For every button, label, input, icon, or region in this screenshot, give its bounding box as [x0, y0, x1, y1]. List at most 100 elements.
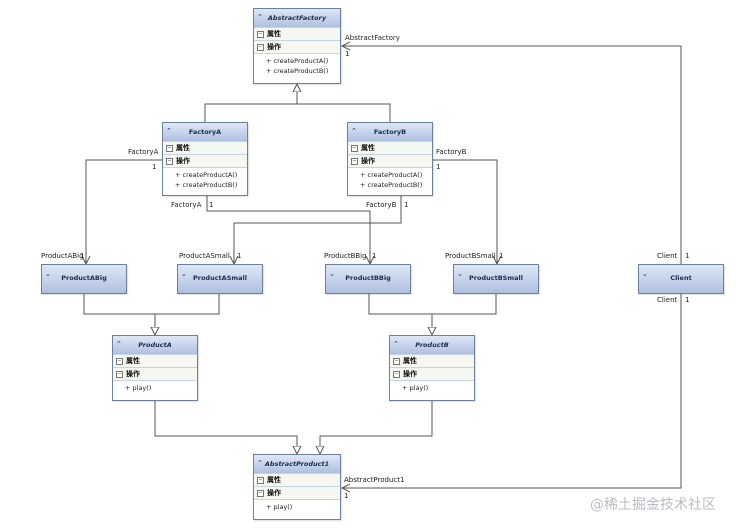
attributes-label: 属性 [176, 144, 190, 152]
operations-section[interactable]: −操作 [163, 154, 247, 168]
collapse-toggle-icon[interactable]: − [393, 370, 400, 378]
mult-client-bottom: 1 [685, 296, 689, 304]
class-product-b-small[interactable]: ⌄ ProductBSmall [453, 264, 539, 294]
association-factory-a-abig [86, 159, 162, 264]
association-factory-b-bbig [234, 196, 402, 264]
generalization-product-b-big [368, 294, 432, 335]
collapse-chevron-icon[interactable]: ⌃ [393, 340, 399, 348]
operations-label: 操作 [403, 370, 417, 378]
collapse-toggle-icon[interactable]: − [351, 144, 358, 152]
operations-label: 操作 [361, 157, 375, 165]
watermark: @稀土掘金技术社区 [590, 497, 716, 513]
method: + createProductA() [175, 171, 238, 179]
attributes-label: 属性 [361, 144, 375, 152]
collapse-toggle-icon[interactable]: − [116, 370, 123, 378]
mult-abstract-factory: 1 [345, 50, 349, 58]
collapse-chevron-icon[interactable]: ⌃ [257, 13, 263, 21]
method: + play() [266, 503, 293, 511]
collapse-toggle-icon[interactable]: − [257, 30, 264, 38]
generalization-factory-a [204, 84, 297, 122]
attributes-section[interactable]: −属性 [254, 473, 340, 486]
generalization-product-a-small [155, 294, 220, 315]
association-client-factory [342, 46, 682, 264]
mult-abstract-product1: 1 [344, 492, 348, 500]
attributes-section[interactable]: −属性 [390, 354, 474, 367]
class-title: ProductB [415, 341, 449, 349]
collapse-toggle-icon[interactable]: − [116, 357, 123, 365]
attributes-section[interactable]: −属性 [113, 354, 197, 367]
collapse-toggle-icon[interactable]: − [351, 157, 358, 165]
collapse-toggle-icon[interactable]: − [257, 476, 264, 484]
method: + createProductB() [175, 181, 238, 189]
mult-factory-a-left: 1 [152, 163, 156, 171]
mult-product-a-big: 1 [80, 252, 84, 260]
collapse-toggle-icon[interactable]: − [257, 489, 264, 497]
class-header: ⌃ FactoryB [348, 123, 432, 141]
mult-client-top: 1 [685, 252, 689, 260]
collapse-toggle-icon[interactable]: − [166, 144, 173, 152]
class-header: ⌄ Client [639, 265, 723, 293]
method: + createProductB() [266, 67, 329, 75]
operations-section[interactable]: −操作 [348, 154, 432, 168]
class-title: ProductA [138, 341, 172, 349]
expand-chevron-icon[interactable]: ⌄ [457, 270, 463, 278]
collapse-toggle-icon[interactable]: − [393, 357, 400, 365]
attributes-section[interactable]: −属性 [163, 141, 247, 154]
attributes-section[interactable]: −属性 [254, 27, 340, 40]
class-product-b[interactable]: ⌃ProductB −属性 −操作 + play() [389, 335, 475, 401]
class-product-b-big[interactable]: ⌄ProductBBig [325, 264, 411, 294]
collapse-chevron-icon[interactable]: ⌃ [257, 459, 263, 467]
class-title: FactoryA [188, 128, 222, 136]
class-factory-a[interactable]: ⌃ FactoryA −属性 −操作 + createProductA() + cr… [162, 122, 248, 196]
class-product-a[interactable]: ⌃ ProductA −属性 −操作 + play() [112, 335, 198, 401]
class-abstract-factory[interactable]: ⌃ AbstractFactory −属性 −操作 + createProduct… [253, 8, 341, 84]
operations-section[interactable]: −操作 [113, 367, 197, 381]
expand-chevron-icon[interactable]: ⌄ [329, 270, 335, 278]
operations-label: 操作 [267, 489, 281, 497]
collapse-toggle-icon[interactable]: − [257, 43, 264, 51]
class-title: Client [670, 274, 692, 282]
class-header: ⌄ ProductBSmall [454, 265, 538, 293]
class-title: AbstractFactory [267, 14, 327, 22]
generalization-factory-b [297, 103, 391, 122]
mult-product-a-small: 1 [237, 252, 241, 260]
class-header: ⌄ProductBBig [326, 265, 410, 293]
class-header: ⌄ProductASmall [178, 265, 262, 293]
class-product-a-big[interactable]: ⌄ ProductABig [41, 264, 127, 294]
role-factory-b-bottom: FactoryB [366, 201, 397, 209]
role-product-b-small: ProductBSmall [445, 252, 496, 260]
collapse-chevron-icon[interactable]: ⌃ [351, 127, 357, 135]
class-client[interactable]: ⌄ Client [638, 264, 724, 294]
operations-label: 操作 [126, 370, 140, 378]
collapse-chevron-icon[interactable]: ⌃ [166, 127, 172, 135]
method: + play() [125, 384, 152, 392]
class-factory-b[interactable]: ⌃FactoryB −属性 −操作 + createProductA()+ cr… [347, 122, 433, 196]
operations-section[interactable]: −操作 [254, 486, 340, 500]
mult-product-b-big: 1 [372, 252, 376, 260]
class-title: ProductBSmall [469, 274, 523, 282]
operations-section[interactable]: −操作 [254, 40, 340, 54]
generalization-product-a [154, 401, 297, 454]
expand-chevron-icon[interactable]: ⌄ [642, 270, 648, 278]
association-factory-b-bsmall [433, 159, 497, 264]
role-product-a-small: ProductASmall [179, 252, 230, 260]
operations-section[interactable]: −操作 [390, 367, 474, 381]
method: + createProductB() [360, 181, 423, 189]
class-title: FactoryB [373, 128, 407, 136]
class-header: ⌃ ProductA [113, 336, 197, 354]
attributes-section[interactable]: −属性 [348, 141, 432, 154]
mult-factory-b-right: 1 [436, 163, 440, 171]
class-title: ProductABig [61, 274, 107, 282]
expand-chevron-icon[interactable]: ⌄ [181, 270, 187, 278]
role-factory-b-right: FactoryB [436, 148, 467, 156]
class-abstract-product1[interactable]: ⌃AbstractProduct1 −属性 −操作 + play() [253, 454, 341, 520]
class-product-a-small[interactable]: ⌄ProductASmall [177, 264, 263, 294]
expand-chevron-icon[interactable]: ⌄ [45, 270, 51, 278]
mult-factory-a-bottom: 1 [209, 201, 213, 209]
collapse-chevron-icon[interactable]: ⌃ [116, 340, 122, 348]
mult-factory-b-bottom: 1 [404, 201, 408, 209]
collapse-toggle-icon[interactable]: − [166, 157, 173, 165]
operations-label: 操作 [176, 157, 190, 165]
class-header: ⌃ FactoryA [163, 123, 247, 141]
